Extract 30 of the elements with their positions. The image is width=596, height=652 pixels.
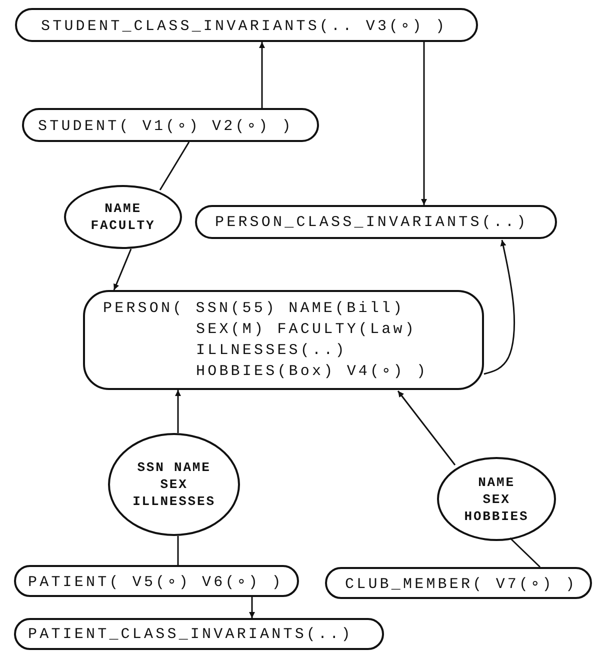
arrow bbox=[259, 42, 265, 108]
class-label: PERSON( SSN(55) NAME(Bill) SEX(M) FACULTY(Law) ILLNESSES(..) HOBBIES(Box) V4(∘) ) bbox=[103, 299, 430, 382]
arrow bbox=[249, 597, 255, 618]
connector-line bbox=[159, 142, 190, 190]
class-box bbox=[15, 8, 478, 42]
arrow bbox=[113, 248, 132, 290]
attribute-ellipse bbox=[64, 185, 182, 249]
class-box bbox=[325, 567, 592, 599]
class-label: STUDENT( V1(∘) V2(∘) ) bbox=[38, 116, 294, 134]
attribute-list: NAME FACULTY bbox=[87, 200, 159, 234]
connector-line bbox=[509, 537, 541, 568]
connector-line bbox=[177, 536, 179, 565]
arrow bbox=[397, 390, 456, 466]
attribute-list: SSN NAME SEX ILLNESSES bbox=[128, 459, 220, 510]
class-box bbox=[22, 108, 319, 142]
attribute-list: NAME SEX HOBBIES bbox=[460, 474, 532, 524]
class-label: PATIENT( V5(∘) V6(∘) ) bbox=[28, 572, 284, 590]
arrow bbox=[421, 42, 427, 205]
arrow bbox=[484, 240, 516, 375]
attribute-ellipse bbox=[108, 433, 240, 536]
class-label: PATIENT_CLASS_INVARIANTS(..) bbox=[28, 626, 353, 642]
class-box bbox=[195, 205, 557, 239]
class-label: CLUB_MEMBER( V7(∘) ) bbox=[345, 574, 578, 592]
class-box bbox=[14, 565, 299, 597]
attribute-ellipse bbox=[437, 457, 556, 541]
class-box bbox=[14, 618, 384, 650]
class-label: STUDENT_CLASS_INVARIANTS(.. V3(∘) ) bbox=[41, 16, 448, 34]
arrow bbox=[175, 390, 181, 433]
class-label: PERSON_CLASS_INVARIANTS(..) bbox=[215, 214, 528, 230]
object-box bbox=[83, 290, 484, 390]
